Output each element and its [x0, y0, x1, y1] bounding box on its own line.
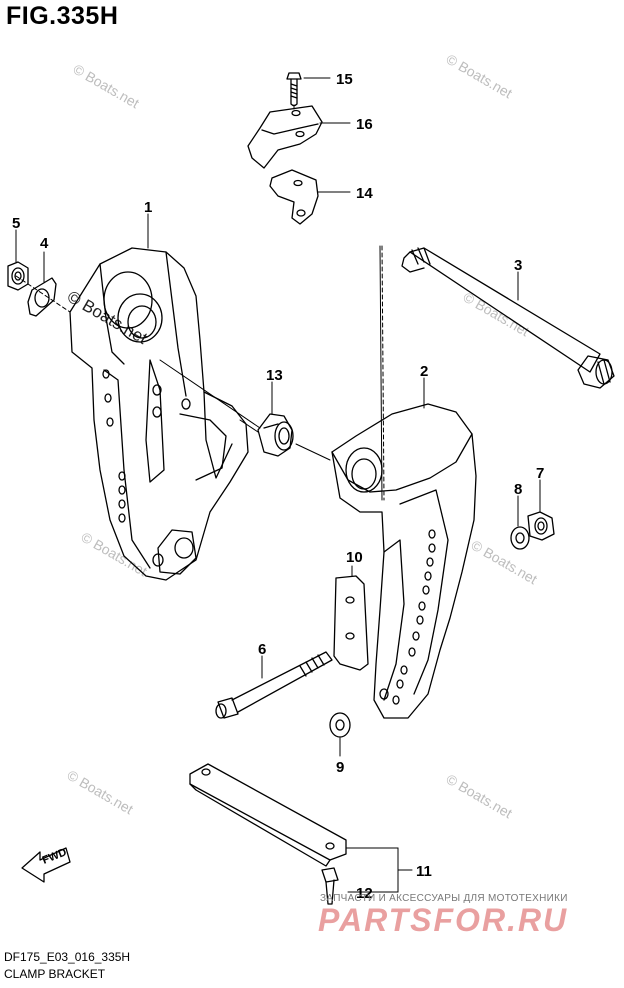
part-10-plate [333, 575, 369, 671]
callouts: 15 16 14 5 4 1 3 13 2 7 8 10 6 9 11 12 [12, 71, 544, 902]
callout-16: 16 [356, 116, 373, 133]
brand-logo: PARTSFOR.RU [318, 902, 569, 938]
callout-7: 7 [536, 465, 544, 482]
watermark-text: © Boats.net [444, 51, 516, 102]
callout-3: 3 [514, 257, 522, 274]
watermark-text: © Boats.net [461, 289, 533, 340]
part-13-bushing [257, 413, 294, 457]
callout-11: 11 [416, 863, 432, 880]
callout-5: 5 [12, 215, 20, 232]
part-8-washer [510, 526, 530, 550]
watermarks: © Boats.net © Boats.net © Boats.net © Bo… [64, 51, 540, 822]
part-7-nut [527, 511, 555, 541]
part-11-bar [189, 763, 347, 867]
part-5-nut [7, 261, 29, 291]
watermark-text: © Boats.net [64, 287, 151, 348]
figure-title: FIG.335H [6, 2, 119, 30]
watermark-text: © Boats.net [71, 61, 143, 112]
leader-lines [15, 77, 541, 893]
watermark-text: © Boats.net [79, 529, 151, 580]
part-6-bolt [215, 651, 333, 719]
callout-9: 9 [336, 759, 344, 776]
figure-name: CLAMP BRACKET [4, 967, 106, 981]
callout-10: 10 [346, 549, 363, 566]
watermark-text: © Boats.net [65, 767, 137, 818]
callout-8: 8 [514, 481, 522, 498]
part-1-clamp-bracket [69, 247, 249, 581]
callout-4: 4 [40, 235, 49, 252]
part-14-plate [269, 169, 319, 225]
watermark-text: © Boats.net [444, 771, 516, 822]
part-15-bolt [286, 72, 302, 107]
callout-12: 12 [356, 885, 373, 902]
callout-2: 2 [420, 363, 428, 380]
callout-6: 6 [258, 641, 266, 658]
part-16-plate [247, 105, 323, 169]
fwd-arrow-icon: FWD [21, 846, 71, 883]
callout-13: 13 [266, 367, 283, 384]
callout-14: 14 [356, 185, 373, 202]
part-12-screw [321, 867, 339, 905]
callout-1: 1 [144, 199, 152, 216]
callout-15: 15 [336, 71, 353, 88]
part-9-washer [329, 712, 351, 738]
figure-code: DF175_E03_016_335H [4, 950, 131, 964]
part-4-gasket [27, 277, 57, 317]
part-3-shaft [401, 247, 615, 389]
brand-tagline: ЗАПЧАСТИ И АКСЕССУАРЫ ДЛЯ МОТОТЕХНИКИ [320, 893, 568, 904]
watermark-text: © Boats.net [469, 537, 541, 588]
